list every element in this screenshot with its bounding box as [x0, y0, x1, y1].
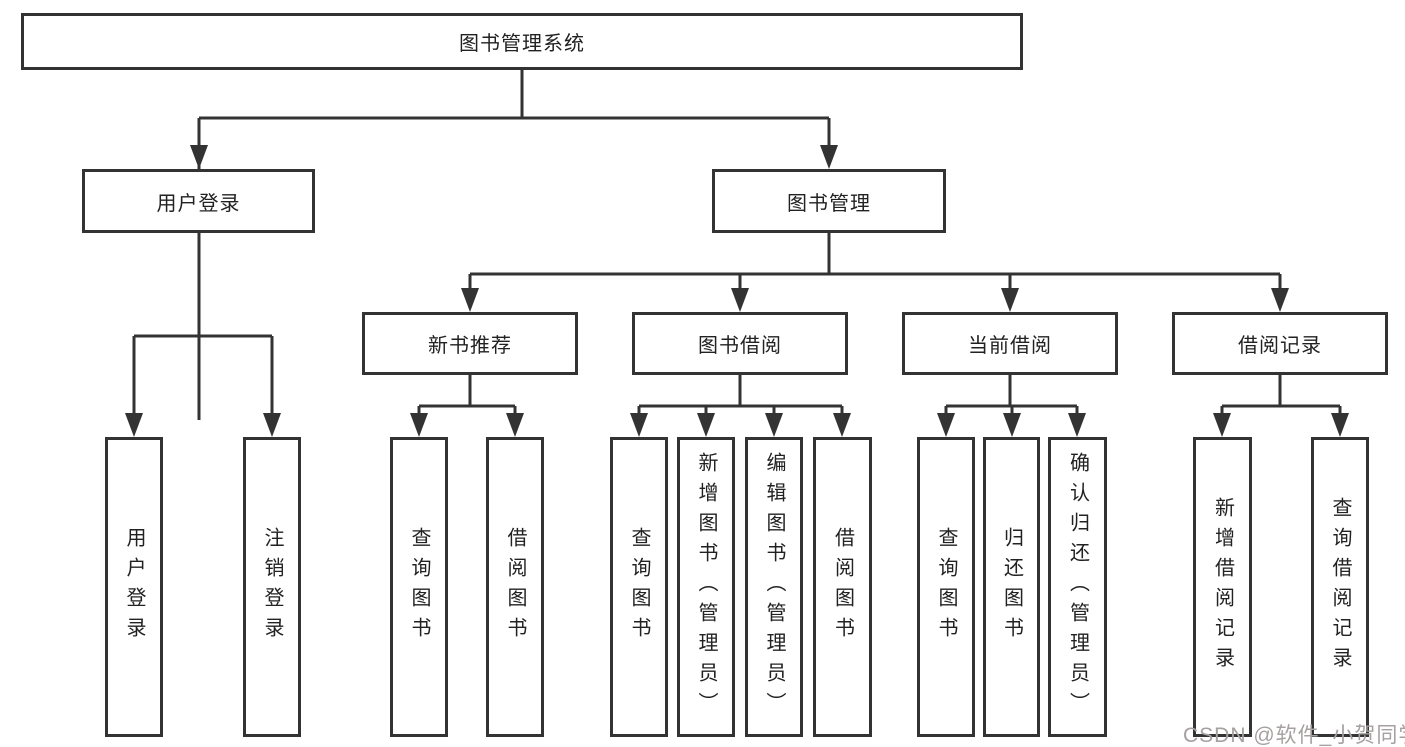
connector-records-to-leaves [1220, 375, 1342, 420]
connector-bookmgmt-to-sections [468, 233, 1282, 295]
arrowhead [263, 413, 281, 437]
leaf-query-books-borrowing: 查询图书 [610, 437, 668, 737]
node-book-management: 图书管理 [712, 169, 946, 233]
leaf-confirm-return-admin: 确认归还（管理员） [1048, 437, 1107, 737]
arrowhead [1003, 413, 1021, 437]
node-label: 查询图书 [628, 527, 650, 647]
node-label: 归还图书 [1000, 527, 1023, 647]
arrowhead [410, 413, 428, 437]
node-user-login-branch: 用户登录 [82, 169, 315, 233]
leaf-query-books-current: 查询图书 [917, 437, 975, 737]
leaf-query-borrow-record: 查询借阅记录 [1311, 437, 1369, 737]
arrowhead [765, 413, 783, 437]
connector-currentborrow-to-leaves [944, 375, 1079, 420]
node-label: 图书管理 [787, 192, 871, 215]
node-label: 新增图书（管理员） [695, 452, 717, 722]
arrowhead [731, 288, 749, 312]
node-label: 用户登录 [123, 527, 145, 647]
node-label: 查询图书 [935, 527, 957, 647]
arrowhead [937, 413, 955, 437]
node-label: 新书推荐 [428, 335, 512, 357]
csdn-watermark: CSDN @软件_小贺同学 [1183, 724, 1405, 747]
leaf-borrow-books-recommend: 借阅图书 [486, 437, 544, 737]
leaf-user-login: 用户登录 [105, 437, 163, 737]
arrowhead [697, 413, 715, 437]
node-current-borrowing: 当前借阅 [902, 312, 1118, 375]
arrowhead [125, 413, 143, 437]
node-label: 当前借阅 [968, 335, 1052, 357]
node-label: 查询借阅记录 [1329, 497, 1351, 677]
arrowhead [190, 145, 208, 169]
leaf-logout: 注销登录 [243, 437, 301, 737]
leaf-return-books: 归还图书 [983, 437, 1040, 737]
node-label: 图书管理系统 [459, 33, 585, 55]
node-borrowing-records: 借阅记录 [1172, 312, 1388, 375]
node-label: 用户登录 [156, 192, 241, 215]
node-label: 借阅图书 [831, 527, 854, 647]
arrowhead [833, 413, 851, 437]
node-label: 新增借阅记录 [1211, 497, 1234, 677]
arrowhead [1213, 413, 1231, 437]
node-root: 图书管理系统 [21, 13, 1023, 70]
leaf-query-books-recommend: 查询图书 [390, 437, 448, 737]
node-label: 编辑图书（管理员） [763, 452, 785, 722]
arrowhead [1331, 413, 1349, 437]
connector-userlogin-to-leaves [132, 233, 274, 420]
node-label: 借阅记录 [1238, 335, 1322, 357]
node-label: 借阅图书 [504, 527, 526, 647]
leaf-add-books-admin: 新增图书（管理员） [677, 437, 735, 737]
leaf-borrow-books: 借阅图书 [813, 437, 872, 737]
arrowhead [630, 413, 648, 437]
node-new-book-recommend: 新书推荐 [362, 312, 578, 375]
connector-newbook-to-leaves [417, 375, 517, 420]
arrowhead [1001, 288, 1019, 312]
arrowhead [461, 288, 479, 312]
arrowhead [506, 413, 524, 437]
node-label: 图书借阅 [698, 335, 782, 357]
node-label: 确认归还（管理员） [1066, 452, 1089, 722]
arrowhead [1271, 288, 1289, 312]
arrowhead [1068, 413, 1086, 437]
node-label: 注销登录 [261, 527, 283, 647]
node-book-borrowing: 图书借阅 [632, 312, 848, 375]
leaf-edit-books-admin: 编辑图书（管理员） [745, 437, 803, 737]
leaf-add-borrow-record: 新增借阅记录 [1193, 437, 1252, 737]
connector-bookborrow-to-leaves [637, 375, 844, 420]
arrowhead [820, 145, 838, 169]
node-label: 查询图书 [408, 527, 430, 647]
